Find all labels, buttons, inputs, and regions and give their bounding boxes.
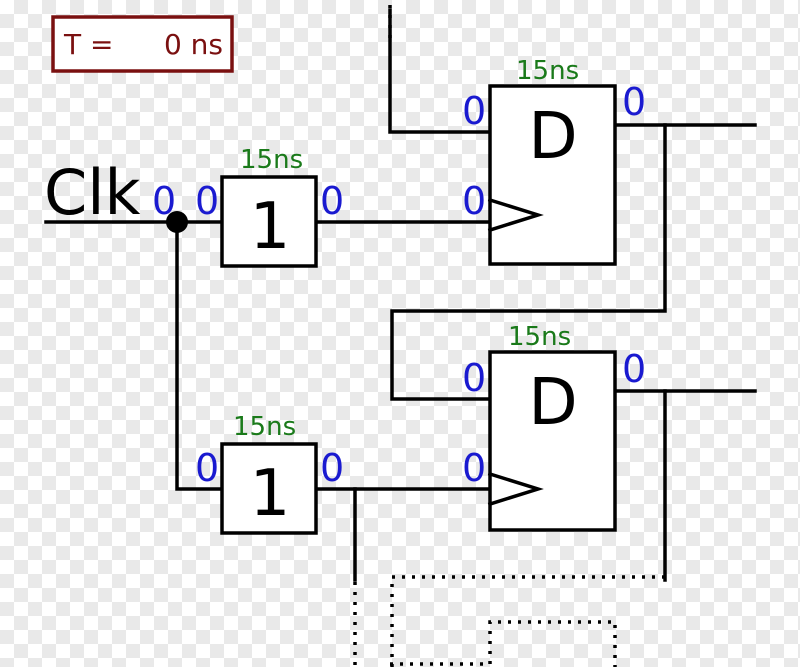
dotted-wires — [353, 5, 665, 667]
buffer-gate-2-input-bit: 0 — [195, 446, 219, 490]
d-flip-flop-1-symbol: D — [528, 100, 577, 174]
buffer-gate-2-delay: 15ns — [233, 412, 296, 442]
dotted-ff2-wire — [390, 575, 665, 667]
clock-junction-dot — [166, 211, 188, 233]
d-flip-flop-2-body — [488, 350, 617, 532]
d-flip-flop-2-delay: 15ns — [508, 322, 571, 352]
d-flip-flop-1-delay: 15ns — [516, 56, 579, 86]
buffer-gate-1-symbol: 1 — [250, 190, 291, 264]
time-value: 0 ns — [164, 28, 223, 61]
d-flip-flop-1-clk-bit: 0 — [462, 179, 486, 223]
buffer-gate-1-delay: 15ns — [240, 145, 303, 175]
d-flip-flop-1: D 15ns 0 0 0 — [462, 56, 646, 266]
buffer-gate-1-body — [220, 175, 318, 268]
buffer-gate-2: 1 15ns 0 0 — [195, 412, 344, 535]
clock-label: Clk — [44, 156, 141, 229]
buffer-gate-1-input-bit: 0 — [195, 179, 219, 223]
d-flip-flop-2: D 15ns 0 0 0 — [462, 322, 646, 532]
clock-bit-value: 0 — [152, 179, 176, 223]
d-flip-flop-1-body — [488, 84, 617, 266]
buffer-gate-2-symbol: 1 — [250, 457, 291, 531]
buffer-gate-1: 1 15ns 0 0 — [195, 145, 344, 268]
d-flip-flop-2-clk-bit: 0 — [462, 446, 486, 490]
clock-branch-wire — [175, 220, 224, 491]
time-display-frame — [51, 15, 234, 73]
d-flip-flop-1-q-bit: 0 — [622, 80, 646, 124]
d-flip-flop-2-symbol: D — [528, 366, 577, 440]
time-label: T = — [63, 28, 113, 61]
d-flip-flop-2-d-bit: 0 — [462, 356, 486, 400]
buffer-gate-2-output-bit: 0 — [320, 446, 344, 490]
d-flip-flop-1-clock-triangle — [487, 197, 544, 233]
d-flip-flop-2-q-bit: 0 — [622, 347, 646, 391]
buffer-gate-1-output-bit: 0 — [320, 179, 344, 223]
ff1-to-ff2-d-wire — [390, 123, 667, 401]
d-flip-flop-2-clock-triangle — [487, 471, 544, 507]
time-display: T = 0 ns — [51, 15, 234, 73]
wires — [44, 8, 757, 582]
d-flip-flop-1-d-bit: 0 — [462, 89, 486, 133]
dotted-waveform-wire — [390, 620, 617, 667]
buffer-gate-2-body — [220, 442, 318, 535]
